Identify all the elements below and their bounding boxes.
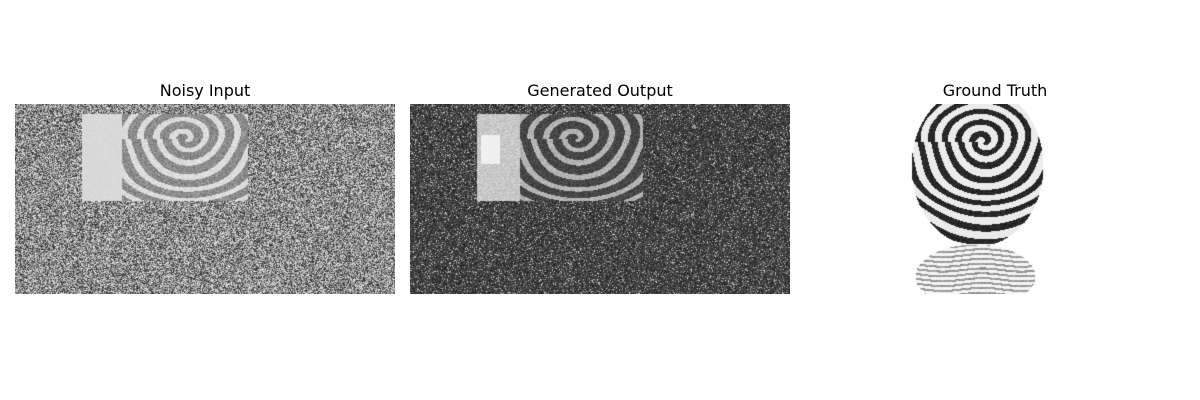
generated-output-image [410, 104, 790, 294]
panel-title-noisy-input: Noisy Input [159, 81, 251, 100]
panel-noisy-input: Noisy Input [15, 78, 395, 294]
noisy-input-image [15, 104, 395, 294]
ground-truth-image [805, 104, 1185, 294]
panel-generated-output: Generated Output [410, 78, 790, 294]
panel-ground-truth: Ground Truth [805, 78, 1185, 294]
panel-title-generated-output: Generated Output [527, 81, 673, 100]
panel-title-ground-truth: Ground Truth [942, 81, 1048, 100]
